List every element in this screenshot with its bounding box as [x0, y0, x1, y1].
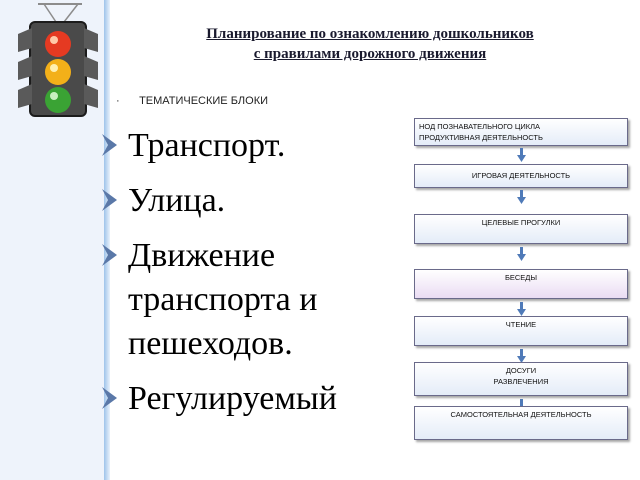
subtitle-bullet-dot: ·: [116, 95, 120, 107]
activity-line-1: ДОСУГИ: [505, 366, 537, 375]
activity-line-1: ЧТЕНИЕ: [505, 320, 537, 329]
activity-line-1: ЦЕЛЕВЫЕ ПРОГУЛКИ: [481, 218, 561, 227]
arrow-down-icon: [517, 247, 526, 261]
arrow-down-icon: [517, 190, 526, 204]
arrow-down-icon: [517, 349, 526, 363]
arrow-down-icon: [517, 148, 526, 162]
activity-line-1: САМОСТОЯТЕЛЬНАЯ ДЕЯТЕЛЬНОСТЬ: [450, 410, 592, 419]
topic-label: Транспорт.: [128, 127, 286, 164]
left-decor-edge: [104, 0, 110, 480]
activity-box: БЕСЕДЫ: [414, 269, 628, 299]
topic-label: Регулируемый: [128, 380, 337, 417]
arrowhead-bullet-icon: [102, 244, 117, 266]
activity-box: ЧТЕНИЕ: [414, 316, 628, 346]
activity-line-2: РАЗВЛЕЧЕНИЯ: [493, 377, 549, 386]
subtitle-row: · ТЕМАТИЧЕСКИЕ БЛОКИ: [116, 95, 268, 107]
activity-box: ЦЕЛЕВЫЕ ПРОГУЛКИ: [414, 214, 628, 244]
arrowhead-bullet-icon: [102, 387, 117, 409]
topic-item: Улица.: [100, 179, 390, 223]
activity-line-1: БЕСЕДЫ: [504, 273, 538, 282]
traffic-light-icon: [18, 3, 98, 117]
arrow-down-icon: [517, 302, 526, 316]
subtitle-label: ТЕМАТИЧЕСКИЕ БЛОКИ: [139, 95, 269, 107]
topic-item: Регулируемый: [100, 377, 390, 421]
arrowhead-bullet-icon: [102, 134, 117, 156]
activity-box: ДОСУГИ РАЗВЛЕЧЕНИЯ: [414, 362, 628, 396]
activity-line-2: ПРОДУКТИВНАЯ ДЕЯТЕЛЬНОСТЬ: [419, 133, 543, 142]
topic-item: Транспорт.: [100, 124, 390, 168]
title-line-2: с правилами дорожного движения: [253, 46, 487, 62]
topic-item: Движение транспорта и пешеходов.: [100, 234, 390, 366]
activity-box: НОД ПОЗНАВАТЕЛЬНОГО ЦИКЛА ПРОДУКТИВНАЯ Д…: [414, 118, 628, 146]
activity-box: ИГРОВАЯ ДЕЯТЕЛЬНОСТЬ: [414, 164, 628, 188]
activity-box: САМОСТОЯТЕЛЬНАЯ ДЕЯТЕЛЬНОСТЬ: [414, 406, 628, 440]
title-line-1: Планирование по ознакомлению дошкольнико…: [206, 26, 534, 42]
activity-line-1: НОД ПОЗНАВАТЕЛЬНОГО ЦИКЛА: [419, 122, 541, 131]
page-title: Планирование по ознакомлению дошкольнико…: [120, 24, 620, 64]
topics-list: Транспорт. Улица. Движение транспорта и …: [100, 124, 390, 480]
topic-label: Улица.: [128, 182, 226, 219]
activity-line-1: ИГРОВАЯ ДЕЯТЕЛЬНОСТЬ: [471, 171, 571, 180]
topic-label: Движение транспорта и пешеходов.: [128, 237, 318, 362]
arrowhead-bullet-icon: [102, 189, 117, 211]
